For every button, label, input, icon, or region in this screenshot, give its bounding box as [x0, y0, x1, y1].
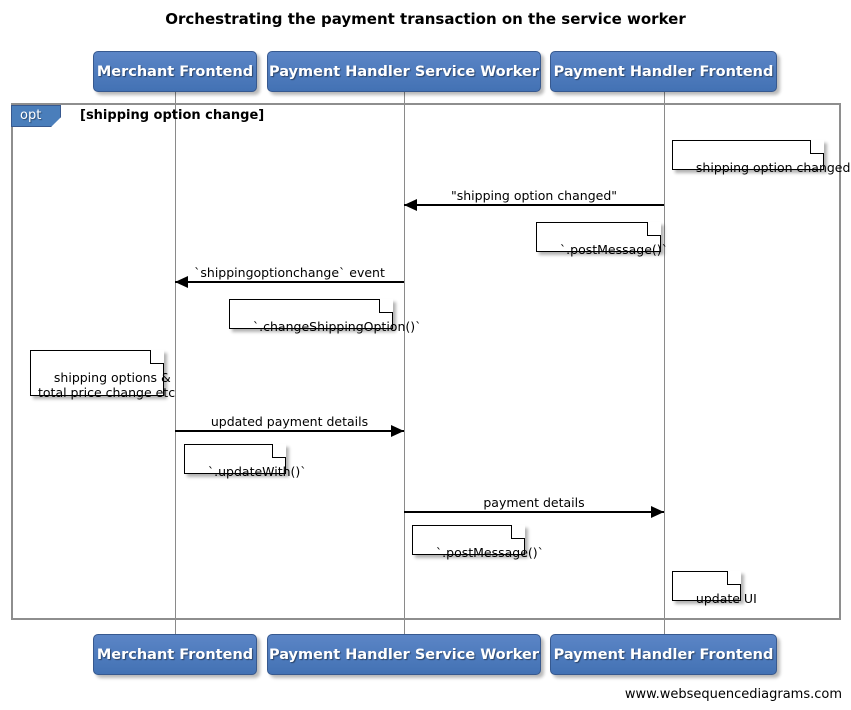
- note-text: `.changeShippingOption()`: [252, 319, 422, 334]
- note-fold-icon: [511, 525, 525, 539]
- fragment-opt-guard: [shipping option change]: [80, 108, 265, 123]
- note-update-ui: update UI: [672, 571, 757, 606]
- arrow-head-right-icon: [651, 506, 664, 518]
- note-fold-icon: [379, 299, 393, 313]
- actor-label: Payment Handler Service Worker: [268, 63, 540, 80]
- actor-label: Payment Handler Frontend: [553, 646, 774, 663]
- note-change-shipping-option: `.changeShippingOption()`: [229, 299, 421, 334]
- fragment-opt-tag: opt: [11, 105, 61, 127]
- diagram-title: Orchestrating the payment transaction on…: [165, 10, 686, 28]
- lifeline-payment-handler-frontend: [664, 92, 665, 637]
- actor-label: Payment Handler Service Worker: [268, 646, 540, 663]
- actor-box-payment-handler-frontend-top[interactable]: Payment Handler Frontend: [550, 51, 777, 92]
- message-label-updated-payment-details: updated payment details: [210, 414, 369, 429]
- actor-box-merchant-frontend-top[interactable]: Merchant Frontend: [93, 51, 257, 92]
- arrow-head-left-icon: [404, 199, 417, 211]
- note-text: `.postMessage()`: [559, 242, 668, 257]
- lifeline-merchant-frontend: [175, 92, 176, 637]
- note-text: shipping option changed: [695, 160, 851, 175]
- note-fold-icon: [272, 444, 286, 458]
- lifeline-payment-handler-service-worker: [404, 92, 405, 637]
- actor-box-payment-handler-service-worker-top[interactable]: Payment Handler Service Worker: [267, 51, 541, 92]
- note-text: `.updateWith()`: [207, 464, 307, 479]
- note-post-message-2: `.postMessage()`: [412, 525, 544, 560]
- message-label-shipping-option-changed: "shipping option changed": [450, 188, 617, 203]
- message-line: [175, 430, 404, 432]
- actor-box-payment-handler-service-worker-bottom[interactable]: Payment Handler Service Worker: [267, 634, 541, 675]
- note-text: update UI: [695, 591, 757, 606]
- message-label-payment-details: payment details: [483, 495, 585, 510]
- message-label-shippingoptionchange-event: `shippingoptionchange` event: [194, 265, 385, 280]
- arrow-head-right-icon: [391, 425, 404, 437]
- note-fold-icon: [810, 140, 824, 154]
- actor-box-payment-handler-frontend-bottom[interactable]: Payment Handler Frontend: [550, 634, 777, 675]
- note-shipping-options-total-price: shipping options & total price change et…: [30, 350, 175, 400]
- note-post-message-1: `.postMessage()`: [536, 222, 668, 257]
- message-line: [175, 281, 404, 283]
- footer-watermark: www.websequencediagrams.com: [624, 687, 842, 702]
- actor-label: Merchant Frontend: [96, 646, 254, 663]
- fragment-opt-box: [11, 103, 841, 620]
- message-line: [404, 511, 664, 513]
- actor-label: Merchant Frontend: [96, 63, 254, 80]
- note-fold-icon: [727, 571, 741, 585]
- actor-box-merchant-frontend-bottom[interactable]: Merchant Frontend: [93, 634, 257, 675]
- note-fold-icon: [150, 350, 164, 364]
- note-text: shipping options & total price change et…: [38, 370, 176, 400]
- message-line: [404, 204, 664, 206]
- note-text: `.postMessage()`: [435, 545, 544, 560]
- note-shipping-option-changed: shipping option changed: [672, 140, 850, 175]
- note-update-with: `.updateWith()`: [184, 444, 307, 479]
- note-fold-icon: [647, 222, 661, 236]
- arrow-head-left-icon: [175, 276, 188, 288]
- actor-label: Payment Handler Frontend: [553, 63, 774, 80]
